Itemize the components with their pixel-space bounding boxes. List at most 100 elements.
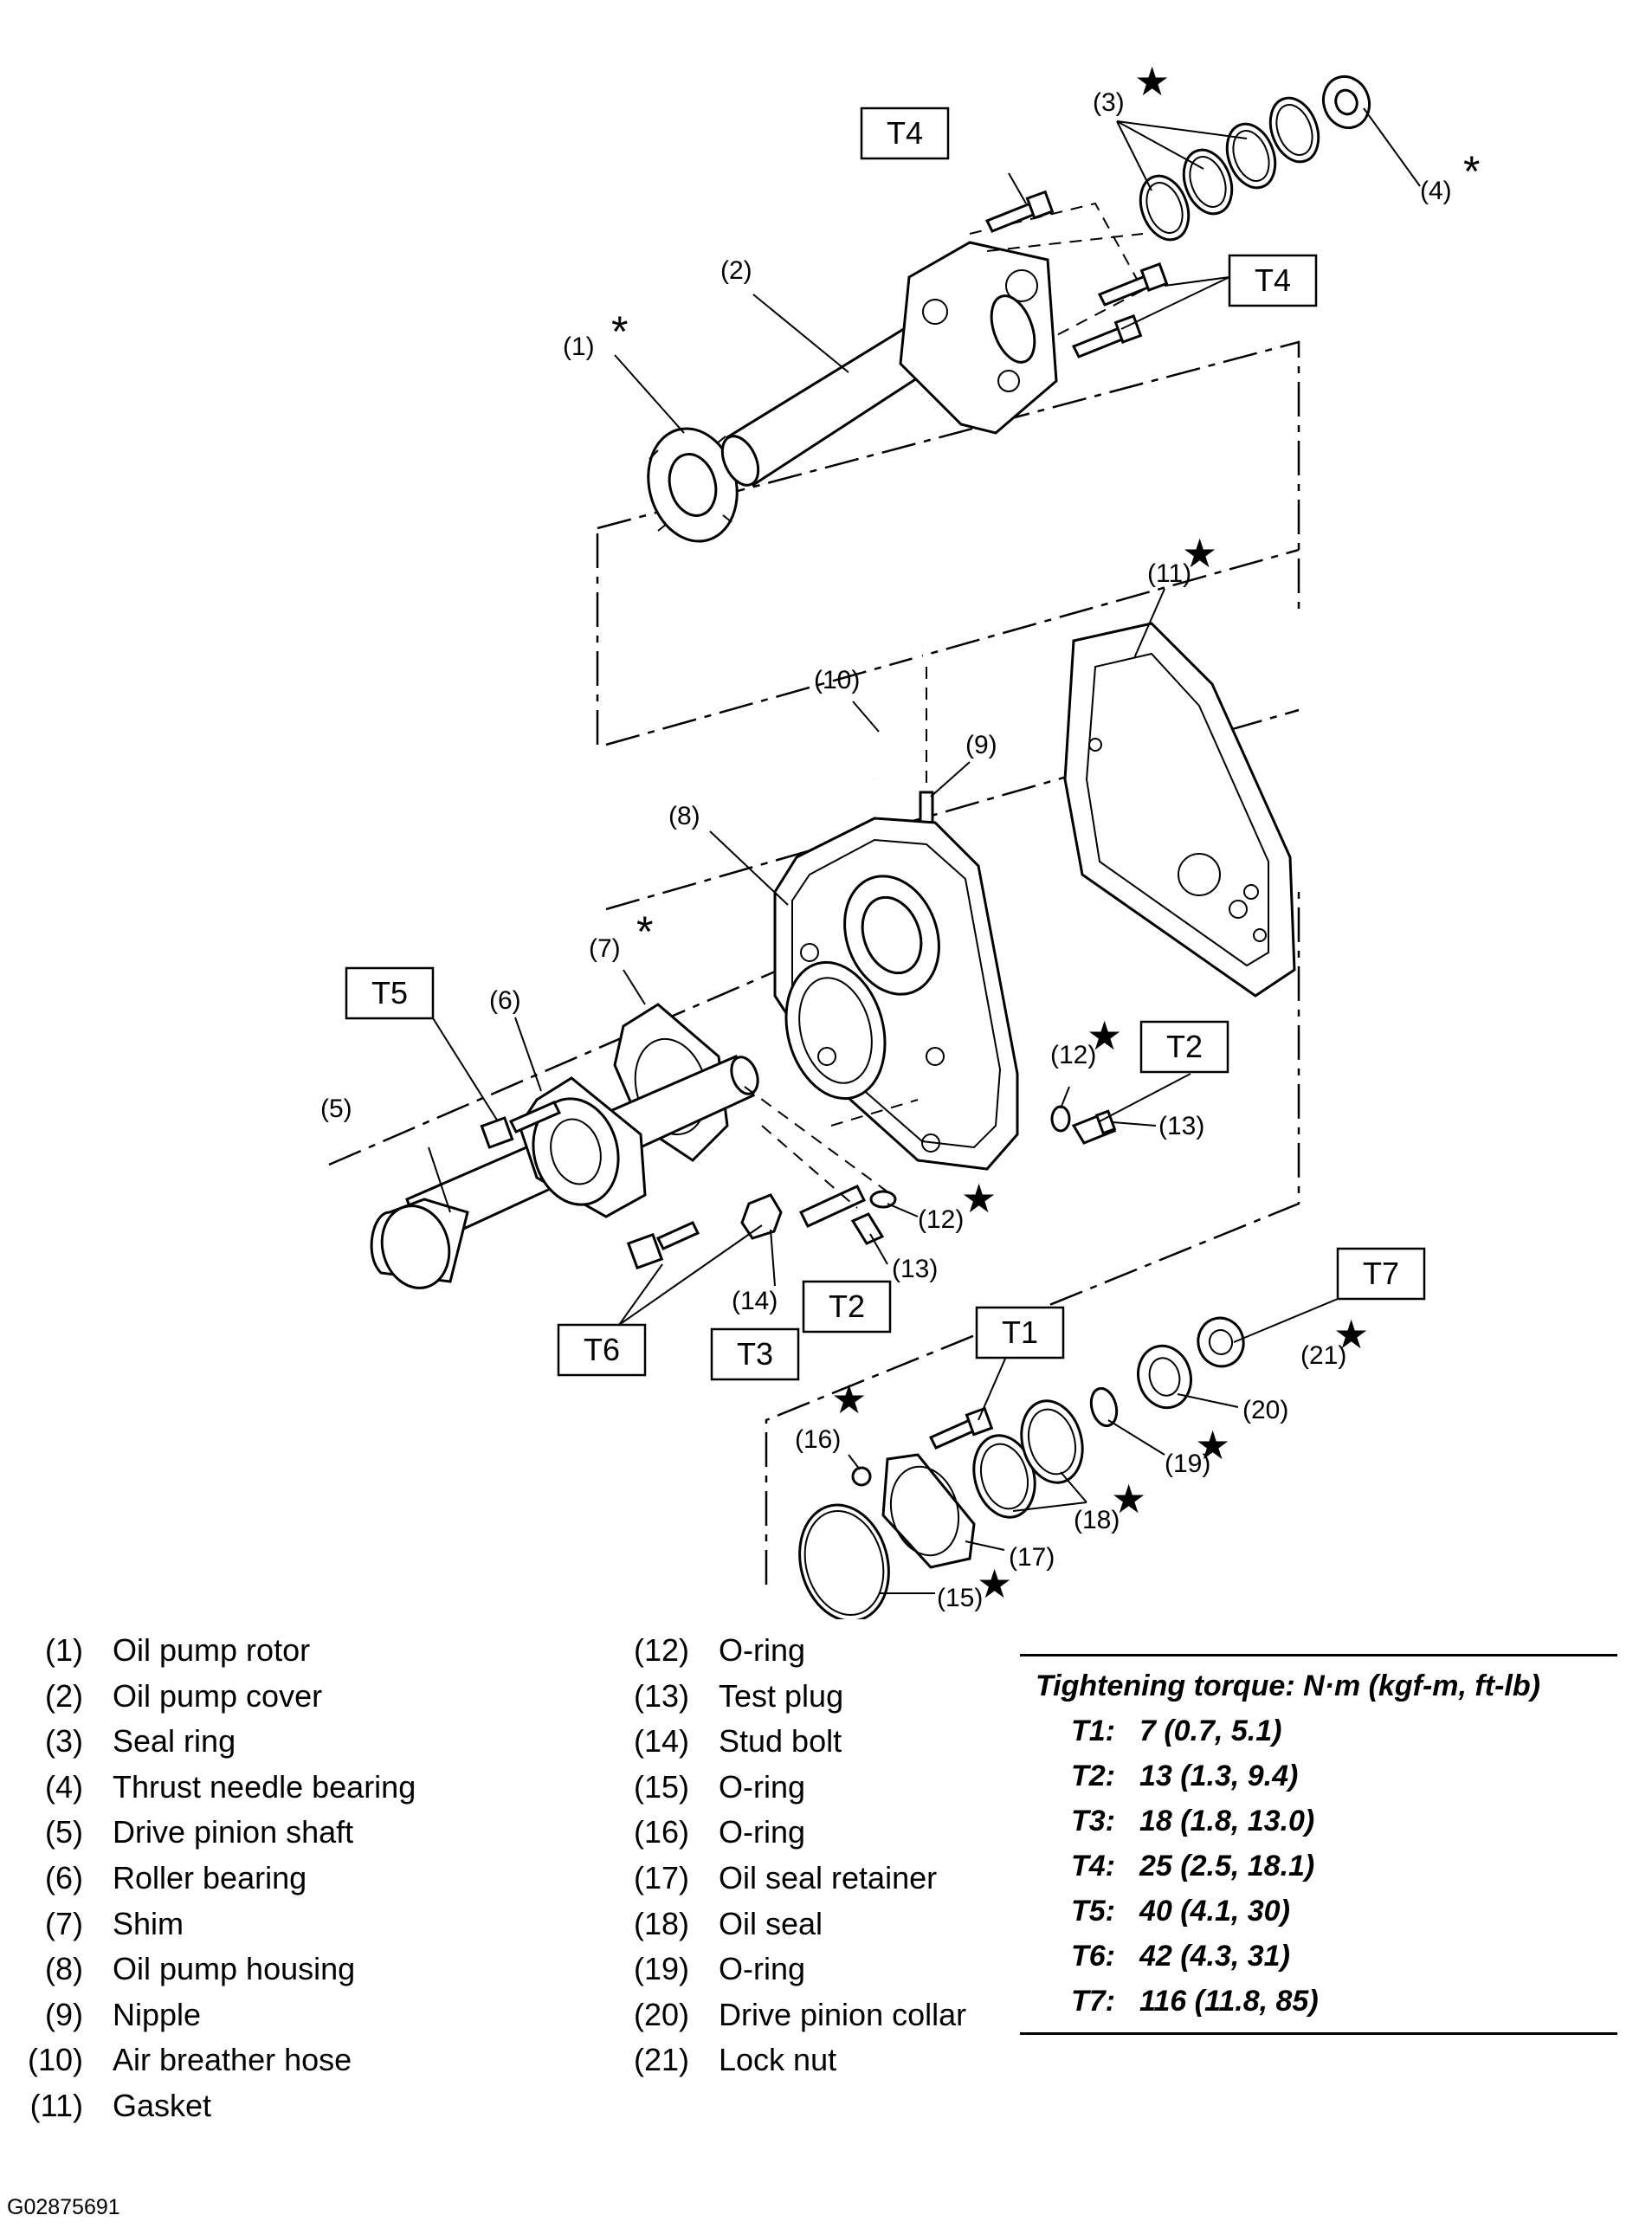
torque-value: 42 (4.3, 31) — [1139, 1940, 1290, 1973]
svg-text:T5: T5 — [371, 975, 408, 1011]
asterisk-mark: * — [636, 907, 653, 956]
stud-bolt-part — [798, 1185, 867, 1228]
drive-pinion-collar-part — [1137, 1344, 1192, 1410]
dashed-bolt-paths — [744, 1086, 919, 1209]
svg-text:T7: T7 — [1363, 1256, 1399, 1291]
legend-item-name: Lock nut — [719, 2042, 837, 2078]
torque-box-t7: T7 — [1336, 1247, 1426, 1301]
torque-id: T4: — [1071, 1850, 1115, 1882]
legend-item-name: Seal ring — [113, 1723, 236, 1760]
oil-pump-housing-part — [773, 817, 1019, 1171]
legend-item: (4) Thrust needle bearing — [0, 1765, 416, 1811]
legend-item-name: Thrust needle bearing — [113, 1768, 416, 1805]
torque-box-t1: T1 — [975, 1306, 1065, 1359]
nipple-part — [919, 667, 934, 837]
legend-item: (6)Roller bearing — [0, 1856, 416, 1902]
legend-item-name: Stud bolt — [719, 1723, 842, 1760]
torque-box-t5: T5 — [345, 966, 435, 1020]
legend-item-number: (13) — [633, 1677, 689, 1714]
torque-value: 116 (11.8, 85) — [1139, 1985, 1319, 2018]
legend-item: (1)Oil pump rotor — [0, 1628, 416, 1674]
legend-item: (7)Shim — [0, 1902, 416, 1947]
legend-item-name: Test plug — [719, 1677, 844, 1714]
star-mark: ★ — [1333, 1312, 1369, 1357]
seal-rings-part — [1139, 96, 1320, 242]
callout-14: (14) — [732, 1287, 778, 1315]
legend-item-name: Drive pinion collar — [719, 1996, 967, 2032]
gasket-part — [1063, 622, 1296, 998]
star-mark: ★ — [831, 1377, 867, 1422]
legend-item-number: (21) — [633, 2042, 689, 2078]
legend-item-name: Shim — [113, 1905, 184, 1941]
callout-8: (8) — [668, 802, 700, 830]
legend-item: (9)Nipple — [0, 1992, 416, 2038]
star-mark: ★ — [1134, 59, 1170, 104]
callout-9: (9) — [965, 731, 997, 759]
svg-text:T2: T2 — [829, 1288, 865, 1324]
oil-pump-rotor-part — [647, 427, 739, 543]
svg-text:T4: T4 — [1255, 262, 1291, 298]
legend-item-number: (10) — [27, 2042, 83, 2078]
callout-19: (19) — [1165, 1450, 1210, 1478]
torque-value: 7 (0.7, 5.1) — [1139, 1715, 1282, 1747]
lower-assembly-frame — [765, 892, 1300, 1585]
star-mark: ★ — [961, 1176, 997, 1221]
torque-row: T3:18 (1.8, 13.0) — [1020, 1799, 1617, 1844]
roller-bearing-part — [518, 1076, 647, 1218]
torque-table-heading: Tightening torque: N·m (kgf-m, ft-lb) — [1036, 1669, 1540, 1702]
torque-box-t4-top: T4 — [860, 107, 950, 160]
legend-item: (12)O-ring — [606, 1628, 966, 1674]
svg-text:T2: T2 — [1166, 1029, 1203, 1064]
torque-row: T7:116 (11.8, 85) — [1020, 1979, 1617, 2024]
torque-id: T5: — [1071, 1895, 1115, 1928]
callout-20: (20) — [1242, 1396, 1288, 1424]
leader-lines — [423, 107, 1421, 1594]
legend-item-name: Oil pump rotor — [113, 1632, 311, 1668]
legend-item-number: (12) — [633, 1632, 689, 1668]
legend-item-name: Oil pump cover — [113, 1677, 323, 1714]
legend-item-number: (4) — [45, 1768, 83, 1805]
callout-12a: (12) — [1050, 1041, 1096, 1069]
asterisk-mark: * — [611, 307, 628, 356]
torque-row: T1: 7 (0.7, 5.1) — [1020, 1708, 1617, 1753]
torque-value: 18 (1.8, 13.0) — [1139, 1805, 1315, 1837]
exploded-parts-diagram: .part { fill: #fff; stroke: #000; stroke… — [320, 59, 1480, 1619]
thrust-needle-bearing-part — [1322, 74, 1371, 130]
legend-item: (14)Stud bolt — [606, 1719, 966, 1765]
legend-item: (8)Oil pump housing — [0, 1947, 416, 1992]
legend-item: (3)Seal ring — [0, 1719, 416, 1765]
star-mark: ★ — [1182, 531, 1217, 576]
legend-item-number: (20) — [633, 1996, 689, 2032]
torque-box-t4-right: T4 — [1228, 254, 1318, 307]
legend-item: (20) Drive pinion collar — [606, 1992, 966, 2038]
torque-row: T5:40 (4.1, 30) — [1020, 1889, 1617, 1934]
legend-item-number: (18) — [633, 1905, 689, 1941]
legend-item-name: Oil pump housing — [113, 1951, 356, 1987]
torque-row: T2: 13 (1.3, 9.4) — [1020, 1753, 1617, 1799]
torque-id: T1: — [1071, 1715, 1115, 1747]
legend-item-number: (17) — [633, 1859, 689, 1895]
o-ring-19-part — [1089, 1386, 1119, 1428]
legend-item: (5)Drive pinion shaft — [0, 1810, 416, 1856]
torque-id: T2: — [1071, 1760, 1115, 1792]
legend-item-name: Oil seal retainer — [719, 1859, 938, 1895]
tightening-torque-table: Tightening torque: N·m (kgf-m, ft-lb) T1… — [1020, 1654, 1617, 2035]
legend-item-name: Air breather hose — [113, 2042, 352, 2078]
upper-assembly-frame — [596, 340, 1300, 745]
star-mark: ★ — [977, 1561, 1012, 1606]
legend-item-name: Nipple — [113, 1996, 202, 2032]
nut-part — [740, 1193, 783, 1240]
air-breather-hose-part — [868, 640, 925, 781]
legend-item-name: Gasket — [113, 2087, 212, 2123]
legend-item: (2)Oil pump cover — [0, 1674, 416, 1720]
asterisk-mark: * — [1463, 147, 1480, 196]
legend-item-number: (6) — [45, 1859, 83, 1895]
torque-row: T6:42 (4.3, 31) — [1020, 1934, 1617, 1979]
legend-item: (11)Gasket — [0, 2083, 416, 2129]
torque-value: 13 (1.3, 9.4) — [1139, 1760, 1299, 1792]
svg-text:T6: T6 — [584, 1332, 620, 1367]
callout-12b: (12) — [918, 1205, 964, 1234]
callout-13b: (13) — [892, 1255, 938, 1283]
legend-item: (10) Air breather hose — [0, 2037, 416, 2083]
svg-text:T3: T3 — [737, 1336, 773, 1372]
